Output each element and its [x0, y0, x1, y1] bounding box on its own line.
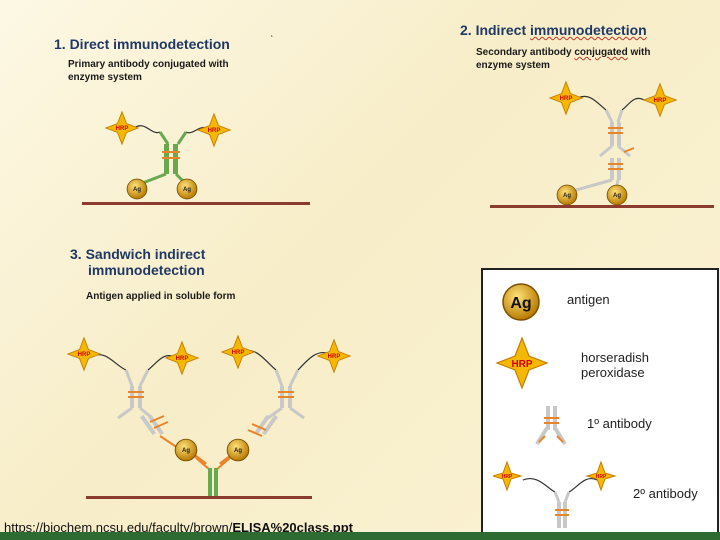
ag-label: Ag — [563, 193, 571, 199]
hrp-label: HRP — [176, 356, 189, 362]
sandwich-diagram: HRP HRP HRP HRP Ag Ag — [67, 335, 351, 496]
hrp-label: HRP — [654, 98, 667, 104]
hrp-label: HRP — [596, 474, 607, 480]
secondary-antibody — [604, 109, 624, 146]
hrp-label: HRP — [502, 474, 513, 480]
legend-hrp-icon: HRP — [495, 336, 549, 390]
ag-label: Ag — [182, 448, 190, 454]
sandwich-title: 3. Sandwich indirect immunodetection — [70, 246, 206, 278]
primary-antibody — [140, 414, 179, 449]
ag-label: Ag — [133, 187, 141, 193]
legend-hrp-text: horseradish peroxidase — [581, 350, 649, 380]
hrp-label: HRP — [78, 352, 91, 358]
stray-mark: ‘ — [271, 34, 273, 43]
indirect-diagram: HRP HRP Ag Ag — [549, 81, 677, 206]
direct-diagram: HRP HRP Ag Ag — [105, 111, 231, 200]
hrp-label: HRP — [208, 128, 221, 134]
hrp-label: HRP — [560, 96, 573, 102]
direct-title: 1. Direct immunodetection — [54, 36, 230, 52]
legend-secondary-label: 2º antibody — [633, 486, 698, 501]
ag-label: Ag — [183, 187, 191, 193]
plate-surface — [86, 496, 312, 499]
legend-primary-antibody-icon — [535, 406, 567, 446]
hrp-tether — [621, 97, 645, 111]
legend-antigen-label: antigen — [567, 292, 610, 307]
capture-antibody — [189, 450, 237, 496]
ag-label: Ag — [234, 448, 242, 454]
plate-surface — [82, 202, 310, 205]
ag-label: Ag — [613, 193, 621, 199]
hrp-label: HRP — [116, 126, 129, 132]
legend-primary-label: 1º antibody — [587, 416, 652, 431]
indirect-title: 2. Indirect immunodetection — [460, 22, 647, 38]
hrp-tether — [133, 125, 161, 134]
legend: Ag antigen HRP horseradish peroxidase 1º… — [481, 268, 719, 540]
legend-secondary-antibody-icon: HRP HRP — [493, 460, 617, 528]
secondary-antibody — [117, 369, 153, 420]
direct-subtitle: Primary antibody conjugated with enzyme … — [68, 59, 229, 83]
hrp-tether — [93, 354, 127, 371]
legend-antigen-icon: Ag — [502, 283, 540, 321]
primary-antibody — [247, 414, 278, 437]
primary-antibody — [139, 131, 188, 186]
legend-hrp-label: HRP — [511, 359, 532, 370]
hrp-label: HRP — [328, 354, 341, 360]
plate-surface — [490, 205, 714, 208]
secondary-antibody — [267, 369, 305, 420]
indirect-subtitle: Secondary antibody conjugated with enzym… — [476, 47, 651, 71]
sandwich-subtitle: Antigen applied in soluble form — [86, 291, 236, 302]
hrp-label: HRP — [232, 350, 245, 356]
bottom-bar — [0, 532, 720, 540]
source-url: https://biochem.ncsu.edu/faculty/brown/E… — [4, 520, 354, 535]
primary-antibody — [575, 144, 635, 192]
legend-ag-label: Ag — [510, 295, 531, 312]
